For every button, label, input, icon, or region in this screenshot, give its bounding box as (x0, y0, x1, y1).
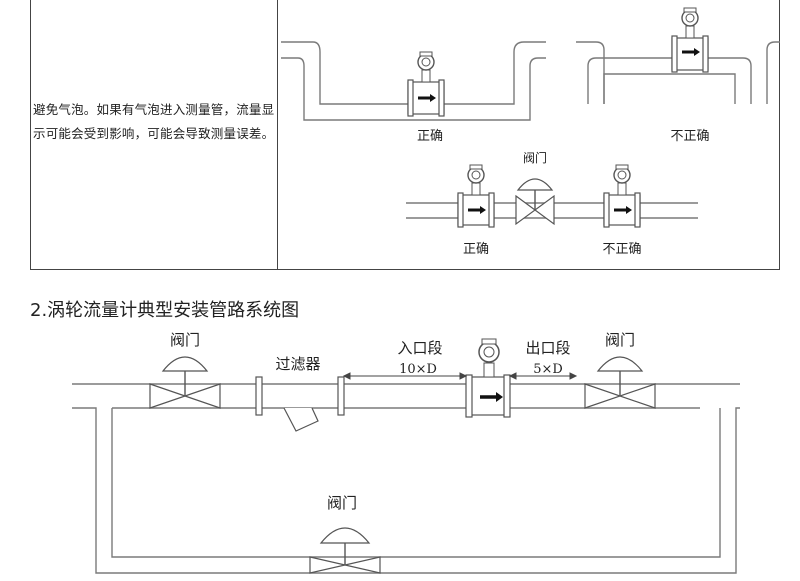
right-valve-label: 阀门 (605, 331, 635, 349)
bubble-warning-text: 避免气泡。如果有气泡进入测量管，流量显示可能会受到影响，可能会导致测量误差。 (33, 102, 275, 141)
flowmeter-straight-correct (457, 164, 495, 228)
inlet-dimension (342, 372, 468, 380)
hump-pipe-inner (587, 57, 752, 104)
filter-label: 过滤器 (275, 355, 320, 373)
right-valve-icon (584, 356, 656, 409)
flowmeter-hump-incorrect (671, 7, 709, 73)
left-valve-icon (149, 356, 221, 409)
hump-pipe-inner-2 (603, 73, 736, 104)
outlet-dimension (508, 372, 578, 380)
inlet-length-label: 10×D (399, 362, 437, 377)
valve-icon (515, 178, 555, 226)
main-flowmeter-icon (465, 338, 511, 418)
inner-loop (111, 407, 721, 558)
flowmeter-u-correct (407, 51, 445, 117)
installation-table: 避免气泡。如果有气泡进入测量管，流量显示可能会受到影响，可能会导致测量误差。 (30, 0, 780, 270)
inlet-label: 入口段 (397, 339, 442, 357)
outer-loop (72, 407, 740, 574)
hump-incorrect-label: 不正确 (670, 129, 709, 144)
section-heading: 2.涡轮流量计典型安装管路系统图 (30, 300, 300, 321)
valve-label: 阀门 (523, 150, 547, 165)
bypass-valve-label: 阀门 (327, 494, 357, 512)
straight-correct-label: 正确 (463, 242, 489, 257)
hump-pipe-left-outer (576, 41, 605, 104)
description-cell: 避免气泡。如果有气泡进入测量管，流量显示可能会受到影响，可能会导致测量误差。 (31, 0, 278, 269)
filter-icon (255, 376, 345, 432)
bypass-valve-icon (309, 527, 381, 574)
install-position-diagram: 正确 不正确 阀门 正确 不正确 (281, 7, 780, 257)
u-correct-label: 正确 (417, 129, 443, 144)
pipeline-system-diagram: 阀门 过滤器 入口段 10×D 出口段 5×D 阀门 阀门 (72, 331, 740, 574)
flowmeter-straight-incorrect (603, 164, 641, 228)
straight-incorrect-label: 不正确 (602, 242, 641, 257)
outlet-label: 出口段 (525, 339, 570, 357)
u-pipe-bottom-line (281, 57, 546, 121)
install-position-diagram-cell: 正确 不正确 阀门 正确 不正确 (278, 0, 780, 269)
outlet-length-label: 5×D (533, 362, 563, 377)
left-valve-label: 阀门 (170, 331, 200, 349)
hump-pipe-right-outer (766, 41, 780, 104)
